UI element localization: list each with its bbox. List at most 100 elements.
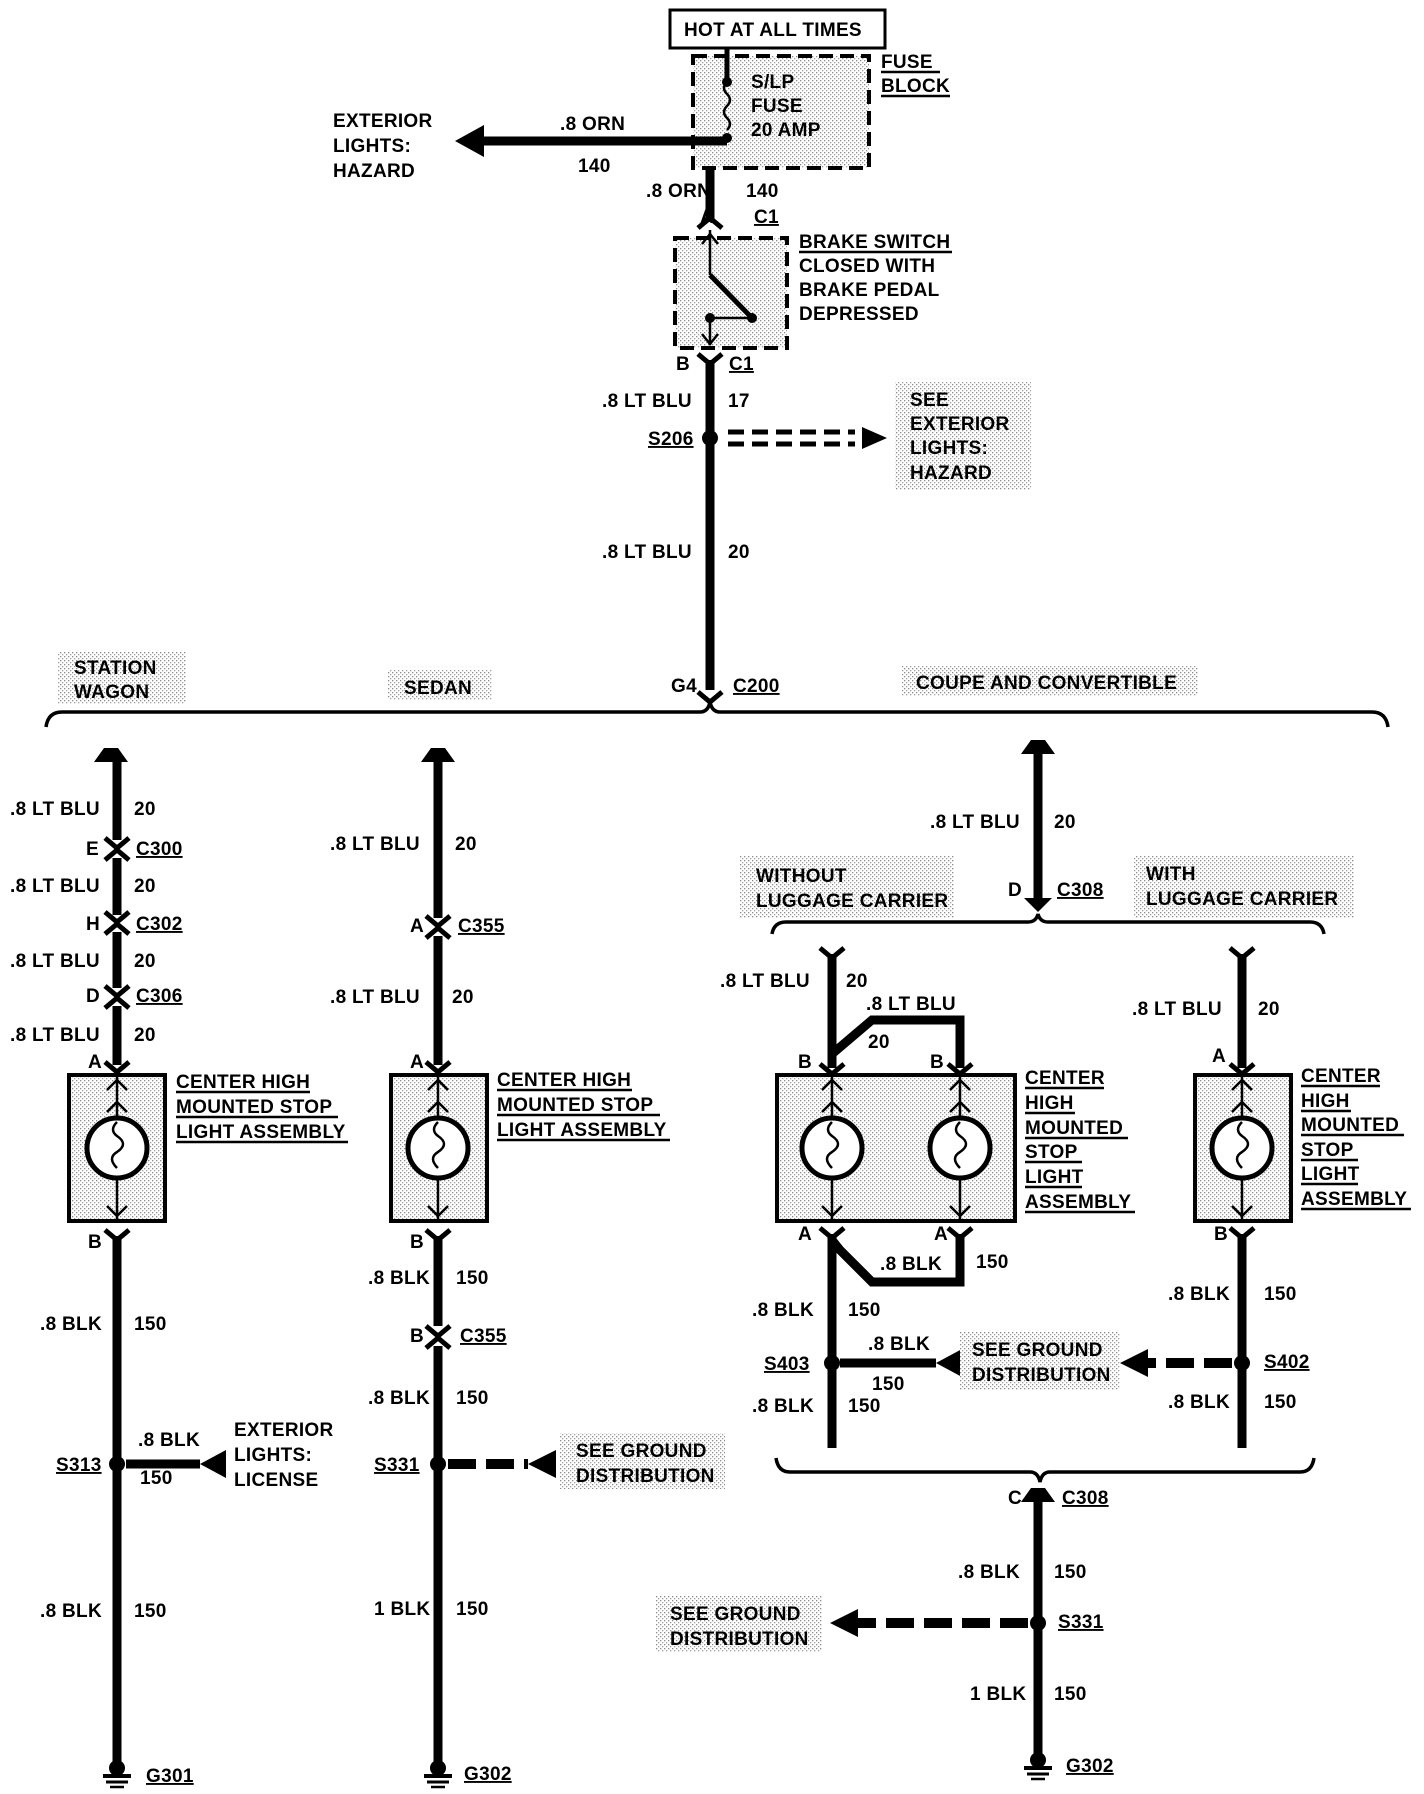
fuse-block-label-2: BLOCK: [881, 76, 950, 97]
coupe-s331: S331: [1058, 1612, 1104, 1633]
sedan-circ-5: 150: [456, 1599, 489, 1620]
hazard-circuit-label: 140: [578, 156, 611, 177]
main-brace: [44, 701, 1390, 728]
without-carrier-lamp-assembly: CENTER HIGH MOUNTED STOP LIGHT ASSEMBLY: [775, 1068, 1135, 1223]
trunk-blu-circuit-2: 20: [728, 542, 750, 563]
variant-coupe: COUPE AND CONVERTIBLE: [916, 673, 1177, 694]
s403-wire: .8 BLK: [868, 1334, 930, 1355]
wagon-pin-d: D: [86, 986, 100, 1007]
wagon-lamp-3: LIGHT ASSEMBLY: [176, 1122, 346, 1143]
variant-wagon-2: WAGON: [74, 682, 149, 703]
sedan-lamp-3: LIGHT ASSEMBLY: [497, 1120, 667, 1141]
with-carrier-branch: .8 LT BLU 20 A: [1132, 946, 1280, 1078]
wi-circ-1: 20: [1258, 999, 1280, 1020]
brake-switch-text-1: BRAKE SWITCH: [799, 232, 950, 253]
wi-circ-3: 150: [1264, 1392, 1297, 1413]
trunk-blu-wire-1: .8 LT BLU: [602, 391, 692, 412]
trunk-orn-circuit: 140: [746, 181, 779, 202]
see-hazard-3: LIGHTS:: [910, 438, 988, 459]
g4-label: G4: [671, 676, 697, 697]
trunk-blu-wire-2: .8 LT BLU: [602, 542, 692, 563]
s402-label: S402: [1264, 1352, 1310, 1373]
license-text-2: LIGHTS:: [234, 1445, 312, 1466]
wo-lamp-3: MOUNTED: [1025, 1118, 1123, 1139]
wi-wire-1: .8 LT BLU: [1132, 999, 1222, 1020]
wi-lamp-2: HIGH: [1301, 1091, 1350, 1112]
coupe-gd2-1: SEE GROUND: [670, 1604, 801, 1625]
wagon-circ-7: 150: [134, 1601, 167, 1622]
wi-wire-3: .8 BLK: [1168, 1392, 1230, 1413]
c1-a-label: C1: [754, 207, 779, 228]
trunk-lower: B C1 .8 LT BLU 17 S206 .8 LT BLU 20 G4 C…: [602, 352, 887, 706]
with-1: WITH: [1146, 864, 1196, 885]
wagon-wire-6: .8 BLK: [138, 1430, 200, 1451]
sedan-s331: S331: [374, 1455, 420, 1476]
hot-at-all-times-box: HOT AT ALL TIMES: [668, 8, 887, 50]
wagon-wire-2: .8 LT BLU: [10, 876, 100, 897]
wi-pin-b: B: [1214, 1224, 1228, 1245]
wagon-circ-1: 20: [134, 799, 156, 820]
coupe-gd2-2: DISTRIBUTION: [670, 1629, 809, 1650]
brake-switch: BRAKE SWITCH CLOSED WITH BRAKE PEDAL DEP…: [673, 230, 952, 350]
wi-lamp-6: ASSEMBLY: [1301, 1189, 1407, 1210]
wo-lamp-4: STOP: [1025, 1142, 1078, 1163]
wo-lamp-2: HIGH: [1025, 1093, 1074, 1114]
wo-wire-4: .8 BLK: [752, 1300, 814, 1321]
wo-circ-1: 20: [846, 971, 868, 992]
wi-wire-2: .8 BLK: [1168, 1284, 1230, 1305]
sedan-wire-4: .8 BLK: [368, 1388, 430, 1409]
wo-circ-3: 150: [976, 1252, 1009, 1273]
sedan-wire-3: .8 BLK: [368, 1268, 430, 1289]
sedan-circ-1: 20: [455, 834, 477, 855]
sedan-wire-2: .8 LT BLU: [330, 987, 420, 1008]
license-text-3: LICENSE: [234, 1470, 318, 1491]
s206-label: S206: [648, 429, 694, 450]
wagon-lamp-1: CENTER HIGH: [176, 1072, 310, 1093]
wo-lamp-5: LIGHT: [1025, 1167, 1084, 1188]
coupe-pin-c: C: [1008, 1488, 1022, 1509]
coupe-wire-1: .8 LT BLU: [930, 812, 1020, 833]
sedan-branch: .8 LT BLU 20 A C355 .8 LT BLU 20 A: [330, 748, 504, 1076]
wi-lamp-3: MOUNTED: [1301, 1115, 1399, 1136]
hot-label: HOT AT ALL TIMES: [684, 20, 862, 41]
wagon-wire-3: .8 LT BLU: [10, 951, 100, 972]
wagon-pin-e: E: [86, 839, 99, 860]
main-trunk: .8 ORN 140 A C1: [646, 168, 779, 230]
wo-pin-b2: B: [930, 1052, 944, 1073]
hazard-text-1: EXTERIOR: [333, 111, 433, 132]
coupe-bcirc-1: 150: [1054, 1562, 1087, 1583]
coupe-bottom-brace: [774, 1457, 1316, 1483]
wi-lamp-4: STOP: [1301, 1140, 1354, 1161]
coupe-c308b: C308: [1062, 1488, 1109, 1509]
see-hazard-note: SEE EXTERIOR LIGHTS: HAZARD: [895, 382, 1031, 490]
sedan-circ-3: 150: [456, 1268, 489, 1289]
sedan-g302: G302: [464, 1764, 512, 1785]
see-hazard-1: SEE: [910, 390, 949, 411]
wagon-branch: .8 LT BLU 20 E C300 .8 LT BLU 20 H C302 …: [10, 748, 183, 1076]
coupe-gd-2: DISTRIBUTION: [972, 1365, 1111, 1386]
wagon-circ-4: 20: [134, 1025, 156, 1046]
wagon-c300: C300: [136, 839, 183, 860]
wagon-wire-4: .8 LT BLU: [10, 1025, 100, 1046]
without-carrier-branch: .8 LT BLU 20 .8 LT BLU 20 B B: [720, 946, 974, 1078]
fuse-label: FUSE: [751, 96, 803, 117]
sedan-wire-1: .8 LT BLU: [330, 834, 420, 855]
wagon-pin-a: A: [88, 1052, 102, 1073]
wi-lamp-5: LIGHT: [1301, 1164, 1360, 1185]
sedan-pin-a: A: [410, 916, 424, 937]
ground-icon: [1024, 1752, 1052, 1781]
fuse-block-label-1: FUSE: [881, 52, 933, 73]
wagon-pin-h: H: [86, 914, 100, 935]
wo-lamp-6: ASSEMBLY: [1025, 1192, 1131, 1213]
wagon-wire-1: .8 LT BLU: [10, 799, 100, 820]
s403-circ: 150: [872, 1374, 905, 1395]
wo-circ-5: 150: [848, 1396, 881, 1417]
hazard-output-wire: .8 ORN 140 EXTERIOR LIGHTS: HAZARD: [333, 111, 727, 182]
wagon-c306: C306: [136, 986, 183, 1007]
sedan-pin-b: B: [410, 1232, 424, 1253]
sedan-wire-5: 1 BLK: [374, 1599, 430, 1620]
wagon-circ-6: 150: [140, 1468, 173, 1489]
fuse-name: S/LP: [751, 72, 794, 93]
without-carrier-ground: A A .8 BLK 150 .8 BLK 150 S403 .8 BLK 15…: [752, 1224, 1120, 1448]
